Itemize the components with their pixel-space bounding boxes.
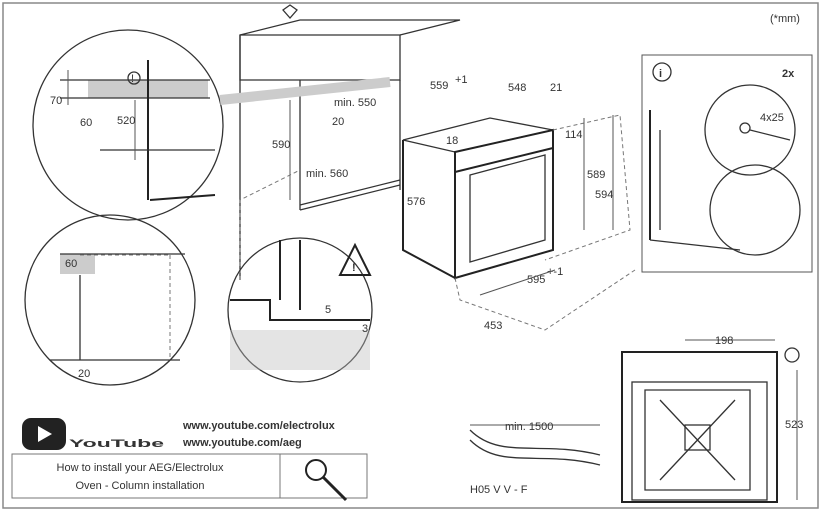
quantity-2x: 2x	[782, 68, 795, 80]
cable-drawing: min. 1500 H05 V V - F	[469, 421, 601, 496]
youtube-logo: YouTube	[69, 438, 164, 450]
youtube-section: YouTube www.youtube.com/electrolux www.y…	[11, 418, 368, 502]
dim-595-tol: +-1	[547, 266, 563, 278]
detail-warning: ! 5 3	[227, 237, 373, 383]
dim-198: 198	[715, 335, 733, 347]
search-box[interactable]	[11, 453, 368, 499]
oven-drawing: 559 +1 548 21 18 114 576 589 594 595 +-1…	[402, 74, 636, 332]
dim-576: 576	[407, 196, 425, 208]
dim-595: 595	[527, 274, 545, 286]
fixing-panel: i 2x 4x25	[641, 54, 813, 273]
dim-5: 5	[325, 304, 331, 316]
dim-589: 589	[587, 169, 605, 181]
dim-559-tol: +1	[455, 74, 468, 86]
detail-mid-left: 60 20	[24, 214, 196, 386]
dim-18: 18	[446, 135, 458, 147]
warning-icon	[338, 242, 372, 276]
svg-text:i: i	[659, 68, 662, 80]
dim-559: 559	[430, 80, 448, 92]
dim-523: 523	[785, 419, 803, 431]
info-icon	[652, 62, 672, 82]
dim-60-b: 60	[65, 258, 77, 270]
dim-453: 453	[484, 320, 502, 332]
dim-min-560: min. 560	[306, 168, 348, 180]
detail-top-left: ! 70 60 520	[32, 29, 224, 221]
dim-21: 21	[550, 82, 562, 94]
search-text-line1: How to install your AEG/Electrolux	[57, 462, 224, 474]
svg-text:!: !	[352, 262, 356, 274]
dim-594: 594	[595, 189, 613, 201]
column-cabinet: 590 min. 550 20 min. 560	[219, 4, 461, 280]
dim-548: 548	[508, 82, 526, 94]
url-electrolux[interactable]: www.youtube.com/electrolux	[182, 420, 336, 432]
rear-view: 198 523	[621, 335, 803, 503]
dim-min-550: min. 550	[334, 97, 376, 109]
cable-length: min. 1500	[505, 421, 553, 433]
unit-note: (*mm)	[770, 13, 800, 25]
dim-114: 114	[565, 129, 583, 141]
dim-520: 520	[117, 115, 135, 127]
url-aeg[interactable]: www.youtube.com/aeg	[182, 437, 302, 449]
dim-3: 3	[362, 323, 368, 335]
cable-type: H05 V V - F	[470, 484, 528, 496]
dim-70: 70	[50, 95, 62, 107]
dim-20-column: 20	[332, 116, 344, 128]
dim-20: 20	[78, 368, 90, 380]
magnifier-icon[interactable]	[305, 459, 348, 502]
search-text-line2: Oven - Column installation	[75, 480, 204, 492]
dim-590: 590	[272, 139, 290, 151]
screw-size: 4x25	[760, 112, 784, 124]
dim-60: 60	[80, 117, 92, 129]
svg-text:!: !	[131, 73, 134, 85]
